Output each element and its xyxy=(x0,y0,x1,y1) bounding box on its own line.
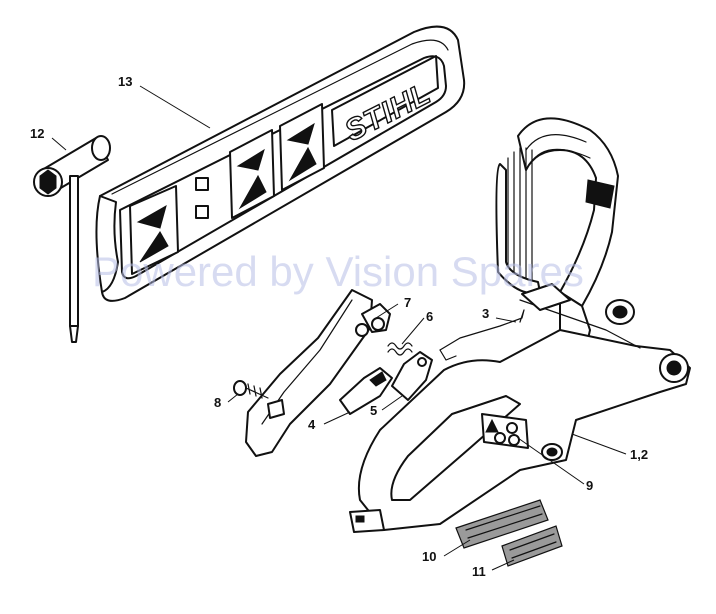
cover-vents xyxy=(129,103,325,275)
grip-ribs xyxy=(507,147,533,293)
callout-11: 11 xyxy=(472,564,486,579)
callout-13: 13 xyxy=(118,74,132,89)
spring[interactable] xyxy=(387,342,413,356)
callout-5: 5 xyxy=(370,403,377,418)
callout-12: 12 xyxy=(30,126,44,141)
callout-1-2: 1,2 xyxy=(630,447,648,462)
anti-slip-pad-10[interactable] xyxy=(455,499,549,549)
callout-9: 9 xyxy=(586,478,593,493)
callout-3: 3 xyxy=(482,306,489,321)
warning-label[interactable] xyxy=(481,413,529,449)
callout-7: 7 xyxy=(404,295,411,310)
combination-wrench[interactable] xyxy=(33,135,111,343)
rear-handle[interactable] xyxy=(349,117,691,533)
callout-4: 4 xyxy=(308,417,316,432)
interlock-lever[interactable] xyxy=(339,367,393,415)
callout-6: 6 xyxy=(426,309,433,324)
logo-plate xyxy=(331,55,439,147)
anti-slip-pad-11[interactable] xyxy=(501,525,563,567)
screw[interactable] xyxy=(233,380,269,399)
leader-lines xyxy=(51,85,627,571)
throttle-rod[interactable] xyxy=(439,309,525,361)
sprocket-cover[interactable]: STIHL xyxy=(95,25,466,302)
callout-8: 8 xyxy=(214,395,221,410)
watermark: Powered by Vision Spares xyxy=(92,248,584,295)
throttle-trigger[interactable] xyxy=(391,351,433,401)
callout-10: 10 xyxy=(422,549,436,564)
